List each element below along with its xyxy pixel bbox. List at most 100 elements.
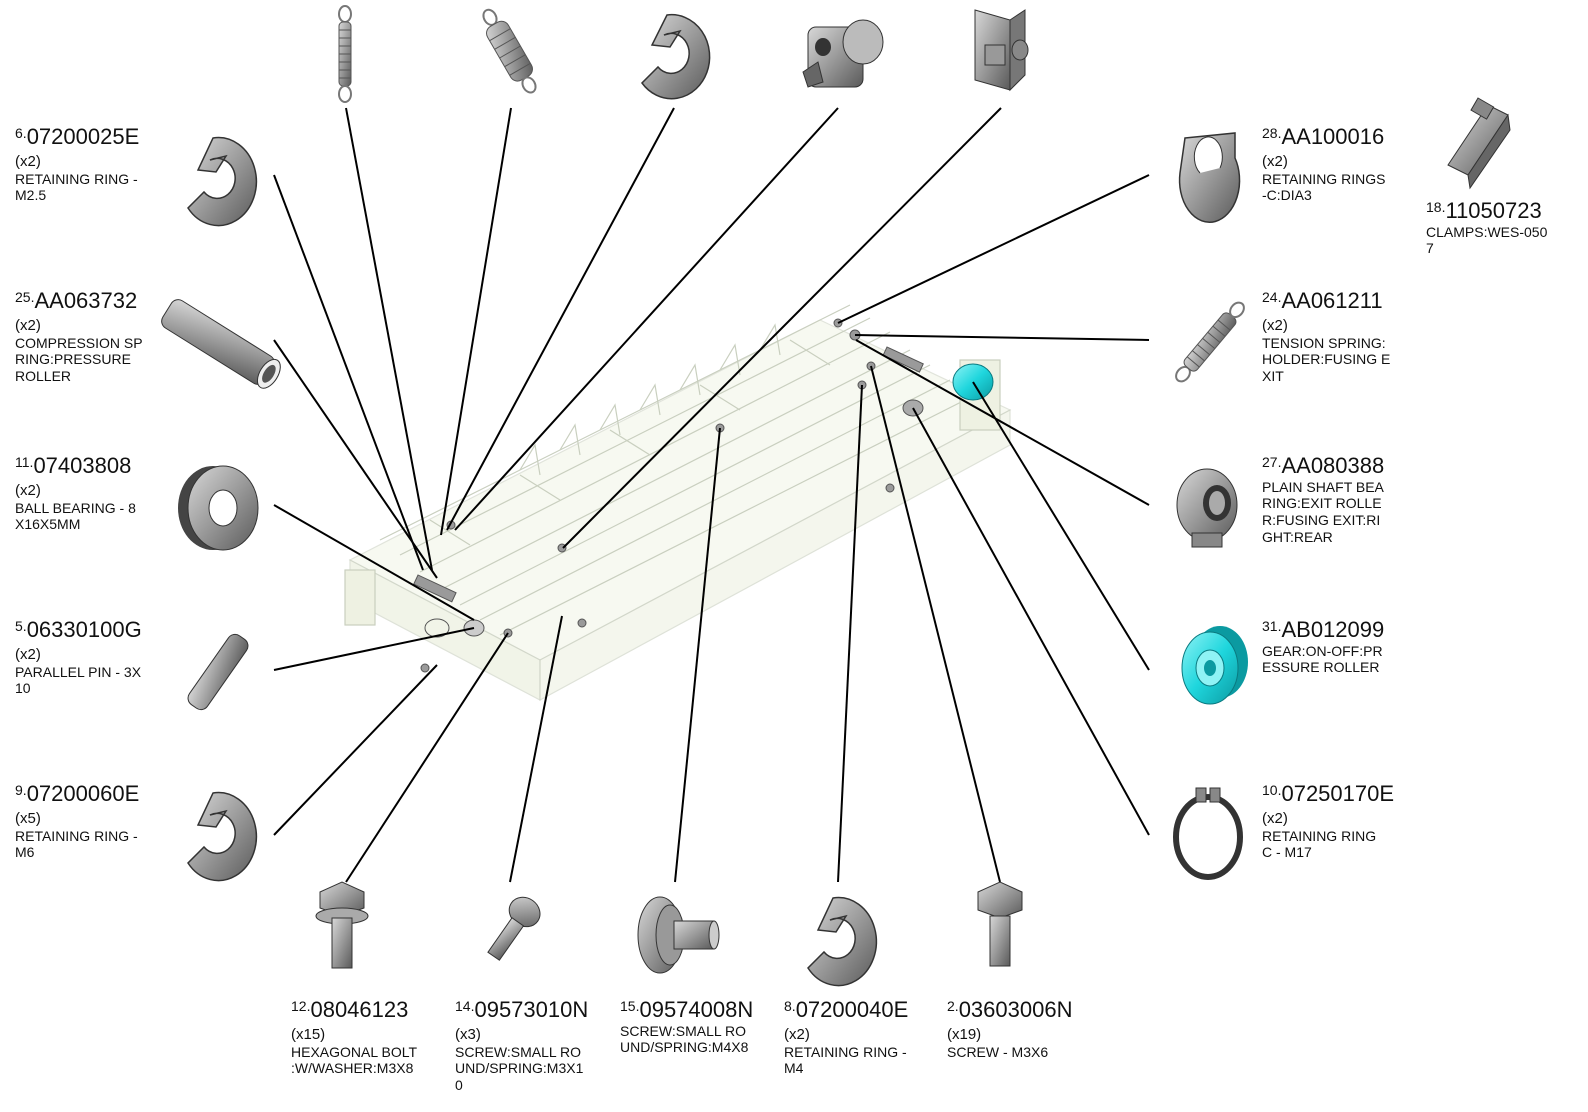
callout-18[interactable]: 18.11050723 CLAMPS:WES-050 7 [1426, 198, 1547, 257]
callout-6-part-number: 6.07200025E [15, 124, 140, 149]
callout-11-qty: (x2) [15, 481, 41, 499]
callout-6-qty: (x2) [15, 152, 41, 170]
callout-14[interactable]: 14.09573010N (x3) SCREW:SMALL RO UND/SPR… [455, 997, 588, 1093]
callout-6-description: RETAINING RING - M2.5 [15, 170, 138, 204]
part-31-gear-icon [1181, 626, 1248, 705]
callout-27[interactable]: 27.AA080388 PLAIN SHAFT BEA RING:EXIT RO… [1262, 453, 1384, 545]
callout-27-description: PLAIN SHAFT BEA RING:EXIT ROLLE R:FUSING… [1262, 478, 1384, 545]
callout-index: 10 [1262, 782, 1278, 798]
part-number: 07403808 [33, 453, 132, 478]
part-18-clamp-icon [1447, 97, 1511, 190]
callout-index: 15 [620, 998, 636, 1014]
callout-11-description: BALL BEARING - 8 X16X5MM [15, 499, 136, 533]
callout-12-part-number: 12.08046123 [291, 997, 409, 1022]
part-number: AA063732 [34, 288, 138, 313]
part-27-shaft-bearing-icon [1176, 468, 1238, 548]
callout-24-part-number: 24.AA061211 [1262, 288, 1383, 313]
part-15-round-screw-icon [637, 896, 720, 974]
callout-11-part-number: 11.07403808 [15, 453, 132, 478]
callout-5-description: PARALLEL PIN - 3X 10 [15, 663, 142, 697]
part-8-e-ring-icon [807, 896, 878, 987]
callout-5-part-number: 5.06330100G [15, 617, 142, 642]
callout-8-description: RETAINING RING - M4 [784, 1043, 907, 1077]
part-number: 07250170E [1281, 781, 1395, 806]
callout-14-description: SCREW:SMALL RO UND/SPRING:M3X1 0 [455, 1043, 584, 1093]
callout-8[interactable]: 8.07200040E (x2) RETAINING RING - M4 [784, 997, 908, 1077]
callout-28-description: RETAINING RINGS -C:DIA3 [1262, 170, 1386, 204]
callout-25-description: COMPRESSION SP RING:PRESSURE ROLLER [15, 334, 143, 384]
callout-14-qty: (x3) [455, 1025, 481, 1043]
callout-index: 2 [947, 998, 955, 1014]
callout-5[interactable]: 5.06330100G (x2) PARALLEL PIN - 3X 10 [15, 617, 142, 697]
part-2-hex-screw-icon [977, 881, 1023, 967]
callout-2[interactable]: 2.03603006N (x19) SCREW - M3X6 [947, 997, 1072, 1060]
callout-10-qty: (x2) [1262, 809, 1288, 827]
part-number: AA100016 [1281, 124, 1385, 149]
callout-index: 9 [15, 782, 23, 798]
callout-28-part-number: 28.AA100016 [1262, 124, 1385, 149]
part-number: 03603006N [958, 997, 1073, 1022]
callout-8-part-number: 8.07200040E [784, 997, 909, 1022]
callout-31[interactable]: 31.AB012099 GEAR:ON-OFF:PR ESSURE ROLLER [1262, 617, 1384, 676]
callout-index: 12 [291, 998, 307, 1014]
part-28-c-ring-icon [1178, 132, 1241, 223]
callout-10[interactable]: 10.07250170E (x2) RETAINING RING C - M17 [1262, 781, 1394, 861]
callout-index: 5 [15, 618, 23, 634]
callout-10-description: RETAINING RING C - M17 [1262, 827, 1377, 861]
callout-9-part-number: 9.07200060E [15, 781, 140, 806]
part-number: 11050723 [1445, 198, 1542, 223]
callout-10-part-number: 10.07250170E [1262, 781, 1395, 806]
callout-8-qty: (x2) [784, 1025, 810, 1043]
callout-15-part-number: 15.09574008N [620, 997, 754, 1022]
callout-6[interactable]: 6.07200025E (x2) RETAINING RING - M2.5 [15, 124, 139, 204]
top-e-ring-icon [641, 13, 711, 100]
callout-15[interactable]: 15.09574008N SCREW:SMALL RO UND/SPRING:M… [620, 997, 753, 1056]
part-14-round-screw-icon [487, 896, 541, 961]
callout-2-qty: (x19) [947, 1025, 982, 1043]
callout-index: 14 [455, 998, 471, 1014]
callout-index: 31 [1262, 618, 1278, 634]
callout-25-part-number: 25.AA063732 [15, 288, 138, 313]
callout-24-description: TENSION SPRING: HOLDER:FUSING E XIT [1262, 334, 1391, 384]
part-number: 07200040E [795, 997, 909, 1022]
callout-index: 8 [784, 998, 792, 1014]
part-5-pin-icon [187, 633, 249, 711]
part-6-e-ring-icon [187, 136, 258, 227]
callout-25[interactable]: 25.AA063732 (x2) COMPRESSION SP RING:PRE… [15, 288, 143, 384]
callout-2-part-number: 2.03603006N [947, 997, 1073, 1022]
callout-12-description: HEXAGONAL BOLT :W/WASHER:M3X8 [291, 1043, 418, 1077]
top-tension-spring-1-icon [338, 5, 352, 103]
part-24-spring-icon [1175, 301, 1245, 383]
callout-15-description: SCREW:SMALL RO UND/SPRING:M4X8 [620, 1022, 749, 1056]
part-25-spring-icon [161, 299, 281, 389]
callout-14-part-number: 14.09573010N [455, 997, 589, 1022]
callout-25-qty: (x2) [15, 316, 41, 334]
part-number: AA080388 [1281, 453, 1385, 478]
callout-28[interactable]: 28.AA100016 (x2) RETAINING RINGS -C:DIA3 [1262, 124, 1385, 204]
part-number: 08046123 [310, 997, 409, 1022]
part-number: 09573010N [474, 997, 589, 1022]
callout-9-description: RETAINING RING - M6 [15, 827, 138, 861]
assembly-detail-parts [413, 318, 924, 673]
callout-24[interactable]: 24.AA061211 (x2) TENSION SPRING: HOLDER:… [1262, 288, 1390, 384]
callout-12[interactable]: 12.08046123 (x15) HEXAGONAL BOLT :W/WASH… [291, 997, 417, 1077]
callout-24-qty: (x2) [1262, 316, 1288, 334]
callout-12-qty: (x15) [291, 1025, 326, 1043]
callout-9-qty: (x5) [15, 809, 41, 827]
callout-index: 27 [1262, 454, 1278, 470]
leader-lines [273, 107, 1150, 883]
part-number: 09574008N [639, 997, 754, 1022]
part-9-e-ring-icon [187, 791, 258, 882]
callout-index: 6 [15, 125, 23, 141]
part-number: 06330100G [26, 617, 142, 642]
callout-11[interactable]: 11.07403808 (x2) BALL BEARING - 8 X16X5M… [15, 453, 136, 533]
part-number: 07200060E [26, 781, 140, 806]
callout-2-description: SCREW - M3X6 [947, 1043, 1049, 1060]
callout-18-description: CLAMPS:WES-050 7 [1426, 223, 1548, 257]
callout-index: 25 [15, 289, 31, 305]
callout-27-part-number: 27.AA080388 [1262, 453, 1385, 478]
callout-index: 11 [15, 454, 30, 470]
callout-18-part-number: 18.11050723 [1426, 198, 1542, 223]
top-tension-spring-2-icon [482, 8, 537, 94]
callout-9[interactable]: 9.07200060E (x5) RETAINING RING - M6 [15, 781, 139, 861]
